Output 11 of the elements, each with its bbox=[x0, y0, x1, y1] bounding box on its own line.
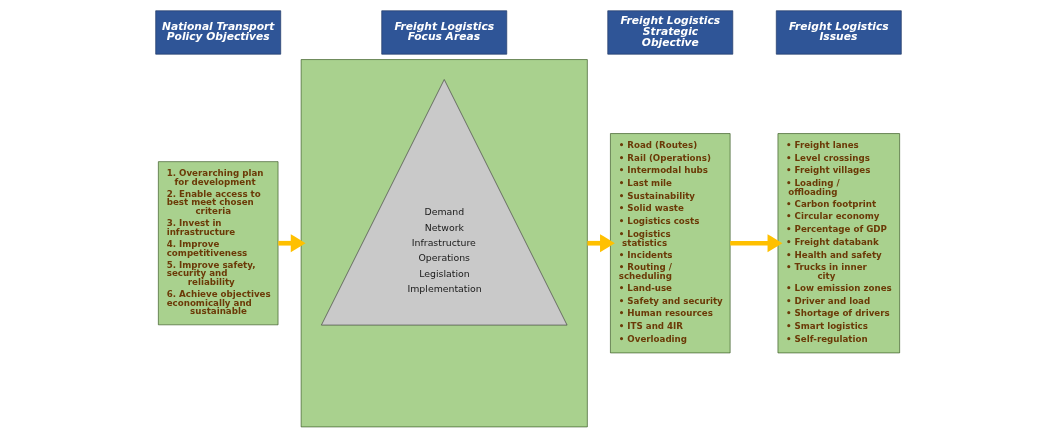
node-box: • Road (Routes) • Rail (Operations) • Intermodal hubs • Last mile • Sustainability • Solid waste • Logistics costs • Logistics statistics • Incidents • Routing / scheduling • Land-use • Safety and security • Human resources • ITS and 4IR • Overloading bbox=[609, 133, 730, 354]
node-box: Freight Logistics Issues bbox=[775, 10, 902, 55]
node-box: • Freight lanes • Level crossings • Freight villages • Loading / offloading • Carbon footprint • Circular economy • Percentage of GDP • Freight databank • Health and safety • Trucks in inner city • Low emission zones • Driver and load • Shortage of drivers • Smart logistics • Self-regulation bbox=[777, 133, 900, 354]
arrow bbox=[729, 234, 782, 253]
node-box: National Transport Policy Objectives bbox=[154, 10, 281, 55]
node-box: 1. Overarching plan for development 2. Enable access to best meet chosen criteria 3. Invest in infrastructure 4. Improve competitiveness 5. Improve safety, security and reliability 6. Achieve objectives economically and sustainable bbox=[157, 161, 278, 326]
node-box: Freight Logistics Strategic Objective bbox=[606, 10, 733, 55]
arrow bbox=[277, 234, 306, 253]
cluster bbox=[300, 59, 588, 428]
node-box: Freight Logistics Focus Areas bbox=[380, 10, 507, 55]
arrow bbox=[586, 234, 615, 253]
